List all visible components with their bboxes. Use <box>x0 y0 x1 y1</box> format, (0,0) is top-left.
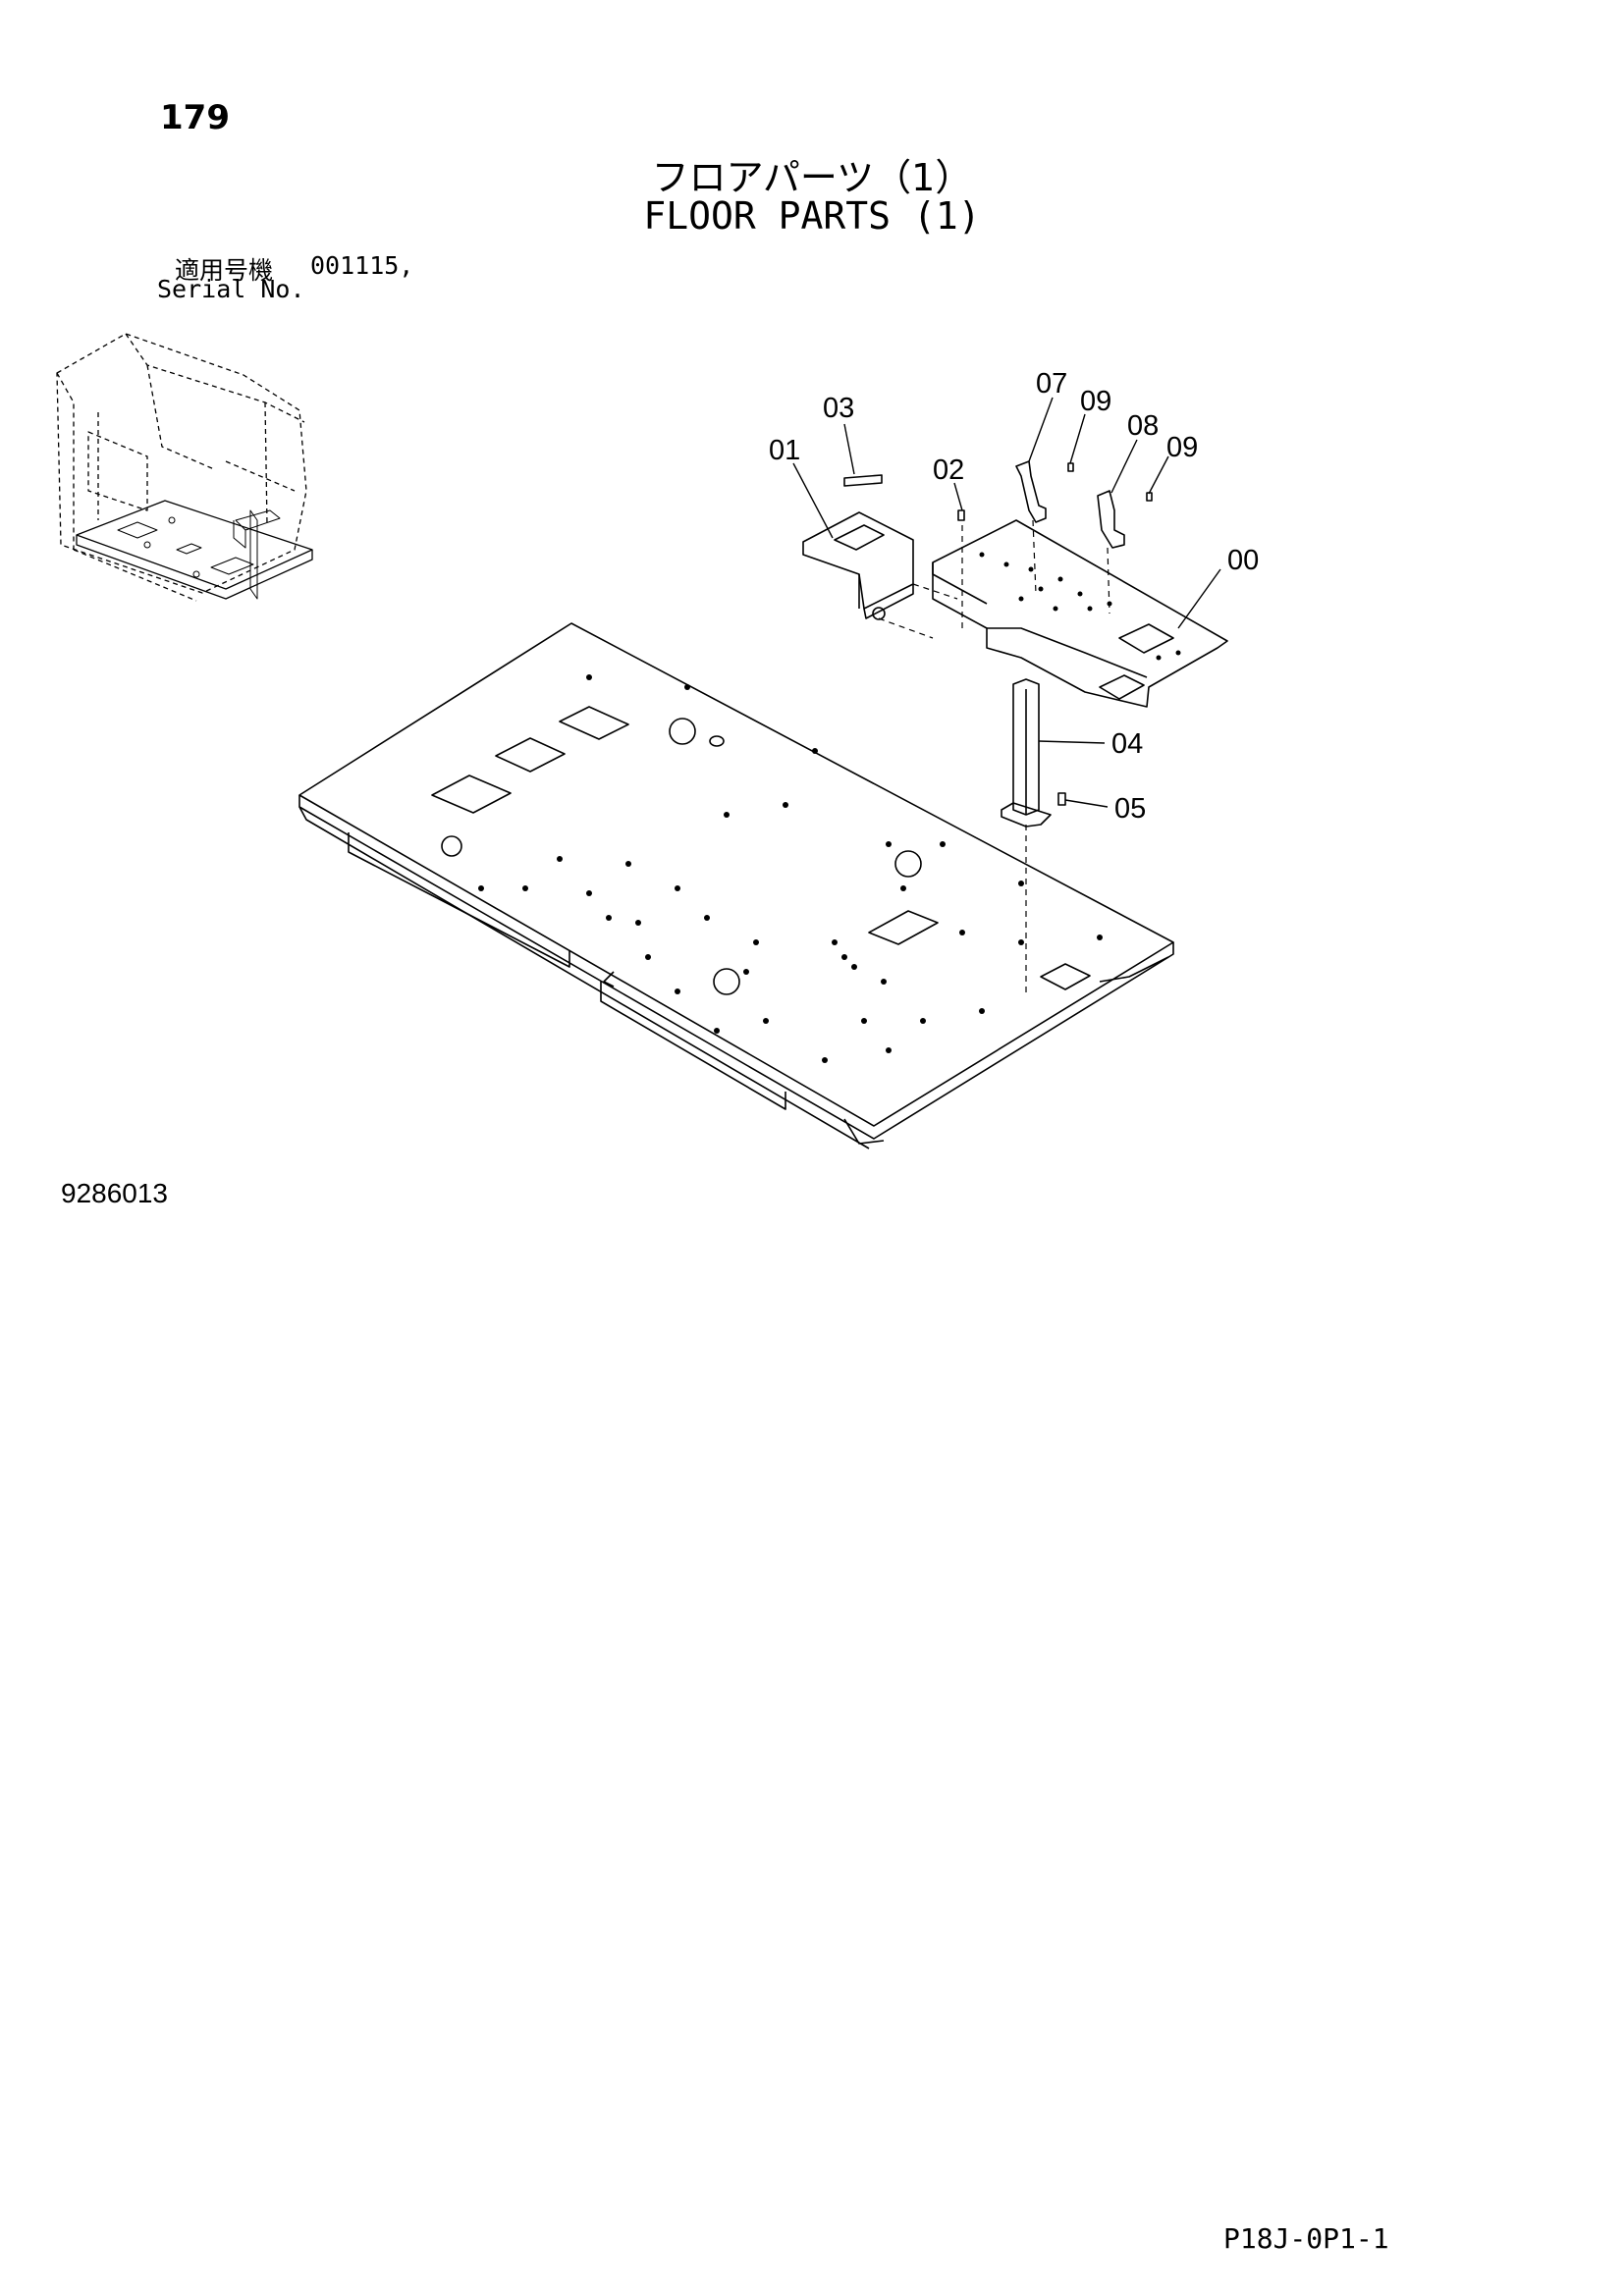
page-title: FLOOR PARTS (1) <box>643 194 981 238</box>
callout-05: 05 <box>1114 793 1146 825</box>
callout-00: 00 <box>1227 545 1259 576</box>
serial-label: Serial No. <box>157 275 305 303</box>
callout-03: 03 <box>823 393 854 424</box>
cab-locator-thumbnail <box>56 333 313 602</box>
callout-09-upper: 09 <box>1080 386 1111 417</box>
callout-04: 04 <box>1111 728 1143 760</box>
bracket <box>802 511 914 620</box>
rear-plate <box>932 519 1228 708</box>
serial-label-japanese: 適用号機 <box>175 256 274 285</box>
callout-09-lower: 09 <box>1166 432 1198 463</box>
assembly-lines <box>878 519 1110 996</box>
stay-bracket-upper <box>1015 460 1047 523</box>
callout-01: 01 <box>769 435 800 466</box>
reference-code: P18J-0P1-1 <box>1223 2222 1389 2255</box>
serial-value: 001115, <box>310 251 414 280</box>
stay-bracket-lower <box>1097 490 1125 549</box>
drawing-number: 9286013 <box>61 1178 169 1208</box>
rubber-pad <box>843 474 883 487</box>
page-title-japanese: フロアパーツ（1） <box>651 156 973 199</box>
floor-plate <box>298 622 1174 1149</box>
callout-02: 02 <box>933 454 964 486</box>
callout-07: 07 <box>1036 368 1067 400</box>
page-number: 179 <box>160 98 230 137</box>
support-pillar <box>1001 678 1052 828</box>
callout-08: 08 <box>1127 410 1159 442</box>
leader-lines <box>792 397 1221 808</box>
callout-labels: 00 01 02 03 04 05 07 08 09 09 <box>769 368 1259 825</box>
